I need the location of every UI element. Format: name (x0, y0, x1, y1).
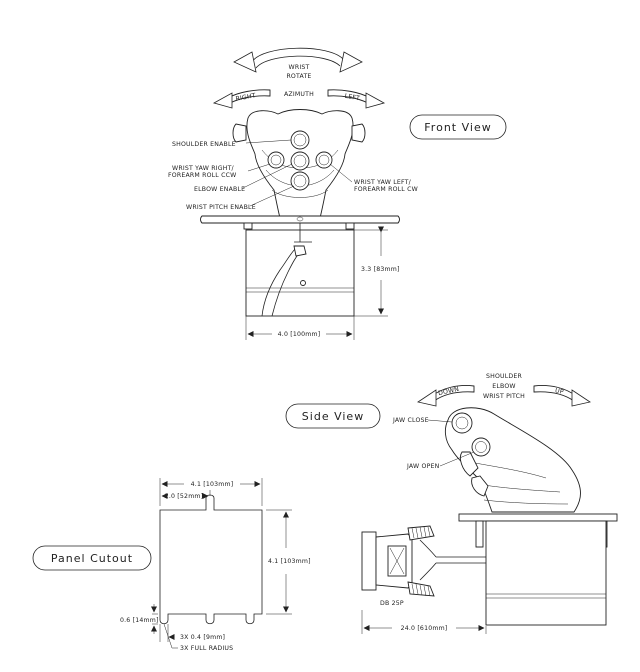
front-view-title: Front View (424, 121, 491, 134)
callout-wrist-yaw-right-2: FOREARM ROLL CCW (168, 172, 236, 179)
cutout-slot-dimension: 3X 0.4 [9mm] (180, 634, 225, 641)
callout-wrist-yaw-right-1: WRIST YAW RIGHT/ (172, 165, 235, 172)
side-motion-label-3: WRIST PITCH (483, 393, 525, 400)
side-down-label: DOWN (438, 386, 460, 397)
side-down-arrow (416, 385, 475, 407)
cutout-half-dimension: 2.0 [52mm] (165, 493, 204, 500)
front-base-box (245, 223, 355, 317)
callout-wrist-yaw-left-1: WRIST YAW LEFT/ (354, 179, 412, 186)
wrist-yaw-left-button (315, 151, 333, 169)
callout-wrist-yaw-left-2: FOREARM ROLL CW (354, 186, 418, 193)
wrist-rotate-arrow (233, 47, 363, 73)
wrist-yaw-right-button (267, 151, 285, 169)
panel-cutout: 4.1 [103mm] 2.0 [52mm] 4.1 [103mm] 0.6 [… (32, 478, 311, 652)
wrist-rotate-label-2: ROTATE (286, 73, 311, 80)
side-base-box (485, 520, 607, 626)
front-height-dimension: 3.3 [83mm] (361, 266, 400, 273)
azimuth-label: AZIMUTH (284, 91, 314, 98)
shoulder-enable-button (290, 130, 310, 150)
side-grip (444, 407, 581, 513)
jaw-close-label: JAW CLOSE (392, 417, 429, 424)
side-view-badge (285, 403, 381, 429)
elbow-enable-button (290, 151, 310, 171)
db25-connector-icon (361, 525, 435, 597)
azimuth-right-label: RIGHT (235, 92, 256, 102)
side-up-arrow (533, 385, 592, 407)
front-mounting-plate (200, 215, 400, 230)
cutout-tab-dimension: 0.6 [14mm] (120, 617, 159, 624)
jaw-close-button (451, 412, 473, 434)
side-length-dimension: 24.0 [610mm] (401, 625, 448, 632)
azimuth-left-arrow (327, 89, 386, 109)
jaw-open-label: JAW OPEN (406, 463, 440, 470)
front-width-dimension: 4.0 [100mm] (278, 331, 321, 338)
callout-elbow-enable: ELBOW ENABLE (194, 186, 245, 193)
wrist-rotate-label-1: WRIST (289, 64, 310, 71)
front-view: WRIST ROTATE AZIMUTH RIGHT LEFT (168, 47, 507, 340)
front-view-badge (409, 114, 507, 140)
side-up-label: UP (554, 387, 564, 396)
callout-shoulder-enable: SHOULDER ENABLE (172, 141, 236, 148)
connector-label: DB 25P (380, 600, 404, 607)
cutout-outline (159, 494, 263, 625)
side-view-title: Side View (302, 410, 364, 423)
side-view: SHOULDER ELBOW WRIST PITCH DOWN UP JAW C… (285, 373, 618, 634)
wrist-pitch-enable-button (290, 171, 310, 191)
panel-cutout-badge (32, 545, 152, 571)
azimuth-right-arrow (212, 89, 271, 109)
cutout-radius-dimension: 3X FULL RADIUS (180, 645, 233, 652)
side-motion-label-1: SHOULDER (486, 373, 523, 380)
callout-wrist-pitch-enable: WRIST PITCH ENABLE (186, 204, 256, 211)
jaw-open-button (471, 437, 491, 457)
cutout-width-dimension: 4.1 [103mm] (191, 481, 234, 488)
cutout-height-dimension: 4.1 [103mm] (268, 558, 311, 565)
azimuth-left-label: LEFT (344, 93, 360, 103)
panel-cutout-title: Panel Cutout (51, 552, 133, 565)
side-motion-label-2: ELBOW (492, 383, 515, 390)
